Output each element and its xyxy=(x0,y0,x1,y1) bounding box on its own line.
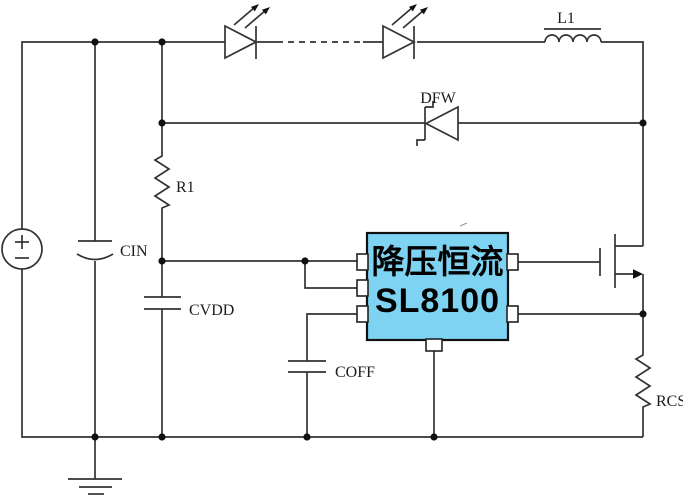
led2 xyxy=(382,4,428,60)
led-emission-arrows-icon xyxy=(233,4,270,29)
coff-capacitor: COFF xyxy=(288,360,375,381)
r1-resistor: R1 xyxy=(153,153,195,210)
smudge-mark xyxy=(459,222,468,227)
cin-label: CIN xyxy=(120,243,148,260)
cin-capacitor: CIN xyxy=(76,240,148,261)
chip-pin-bottom xyxy=(425,338,443,352)
cvdd-label: CVDD xyxy=(189,302,234,319)
chip-body xyxy=(365,231,510,342)
led1 xyxy=(224,4,270,60)
chip-pin-left-3 xyxy=(356,305,369,323)
dfw-diode: DFW xyxy=(416,90,459,146)
l1-inductor: L1 xyxy=(544,10,602,43)
mosfet xyxy=(599,234,643,288)
led-emission-arrows-icon xyxy=(391,4,428,29)
cvdd-capacitor: CVDD xyxy=(144,296,234,319)
dfw-label: DFW xyxy=(420,90,456,107)
chip-pin-left-2 xyxy=(356,279,369,297)
coff-label: COFF xyxy=(335,364,375,381)
wires xyxy=(21,41,644,438)
ic-chip: 降压恒流 SL8100 xyxy=(356,222,519,352)
chip-title-line2: SL8100 xyxy=(375,282,500,320)
source-arrow-icon xyxy=(633,269,643,279)
chip-pin-right-1 xyxy=(506,253,519,271)
r1-label: R1 xyxy=(176,179,195,196)
ground-icon xyxy=(68,437,122,495)
dc-source xyxy=(1,228,43,270)
junction-dots xyxy=(91,38,647,441)
rcs-label: RCS xyxy=(656,393,683,410)
chip-title-line1: 降压恒流 xyxy=(372,243,504,280)
l1-label: L1 xyxy=(557,10,575,27)
rcs-resistor: RCS xyxy=(634,352,683,410)
chip-pin-right-2 xyxy=(506,305,519,323)
chip-pin-left-1 xyxy=(356,253,369,271)
plus-icon xyxy=(15,235,29,249)
